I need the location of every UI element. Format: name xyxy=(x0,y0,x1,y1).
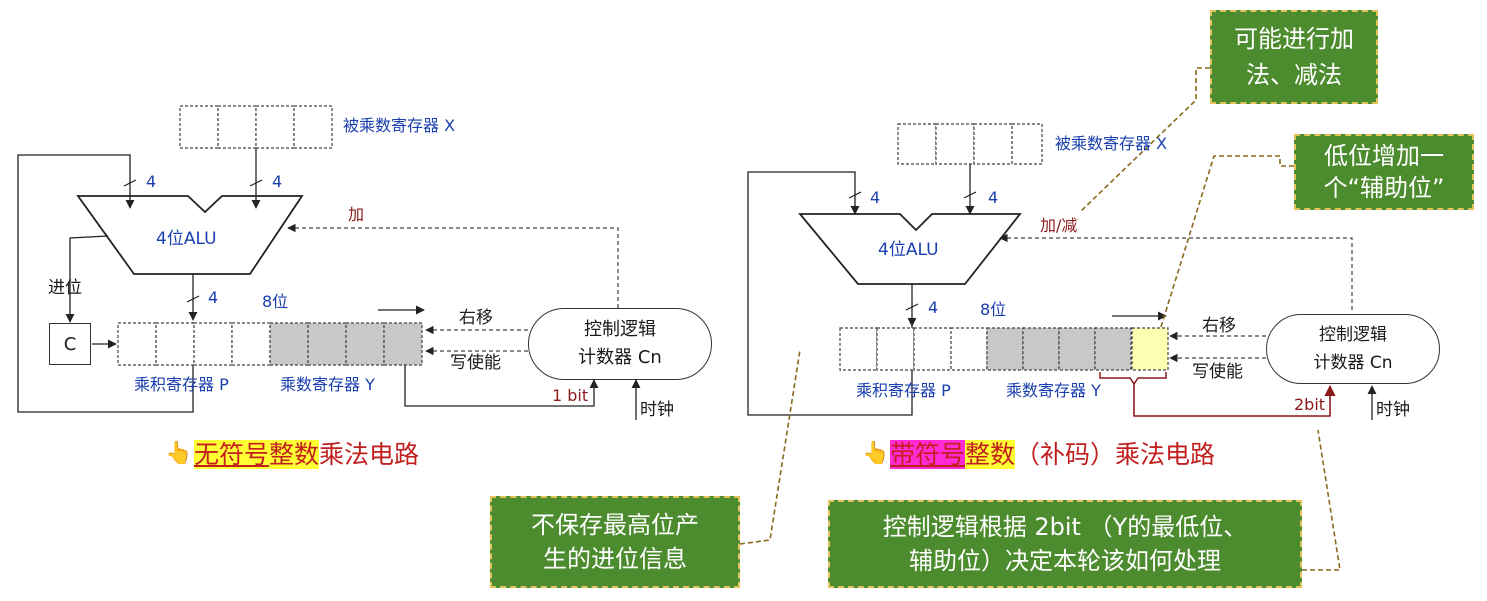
right-write-enable-label: 写使能 xyxy=(1192,362,1243,382)
callout-leaders xyxy=(739,67,1341,571)
right-bits-label: 8位 xyxy=(980,300,1007,319)
left-multiplier-label: 乘数寄存器 Y xyxy=(280,375,375,394)
pointing-hand-icon: 👆 xyxy=(862,441,890,466)
right-circuit-title: 带符号整数（补码）乘法电路 xyxy=(890,440,1216,469)
right-alu-label: 4位ALU xyxy=(878,240,939,260)
left-shift-label: 右移 xyxy=(459,308,493,328)
note-add-subtract-line1: 可能进行加 xyxy=(1234,25,1354,53)
right-bus-width-b: 4 xyxy=(988,188,999,207)
right-bus-width-c: 4 xyxy=(928,298,939,317)
right-clock-label: 时钟 xyxy=(1376,400,1410,420)
right-control-logic-unit: 控制逻辑 计数器 Cn xyxy=(1266,314,1440,384)
right-op-label: 加/减 xyxy=(1040,216,1078,235)
left-multiplicand-register xyxy=(179,105,333,149)
right-alu-shape xyxy=(798,213,1022,285)
left-ctrl-line1: 控制逻辑 xyxy=(584,319,656,340)
right-ctrl-line2: 计数器 Cn xyxy=(1313,353,1393,373)
note-control-decision-line1: 控制逻辑根据 2bit （Y的最低位、 xyxy=(882,513,1248,541)
left-alu-label: 4位ALU xyxy=(156,229,217,249)
note-add-subtract: 可能进行加 法、减法 xyxy=(1210,10,1378,104)
left-bus-width-b: 4 xyxy=(272,172,283,191)
note-no-carry: 不保存最高位产 生的进位信息 xyxy=(490,496,740,588)
right-bus-width-a: 4 xyxy=(870,188,881,207)
left-alu-shape xyxy=(76,195,304,275)
left-carry-label: 进位 xyxy=(48,278,82,298)
left-product-label: 乘积寄存器 P xyxy=(134,375,229,394)
right-ctrl-line1: 控制逻辑 xyxy=(1319,325,1387,345)
left-write-enable-label: 写使能 xyxy=(450,353,501,373)
left-circuit-title: 无符号整数乘法电路 xyxy=(194,440,420,469)
right-product-register xyxy=(839,327,988,371)
left-bit-label: 1 bit xyxy=(552,386,589,405)
note-add-subtract-line2: 法、减法 xyxy=(1246,61,1342,89)
note-no-carry-line2: 生的进位信息 xyxy=(543,545,687,573)
right-multiplicand-label: 被乘数寄存器 X xyxy=(1055,134,1168,153)
right-multiplicand-register xyxy=(897,123,1043,165)
note-aux-bit-line1: 低位增加一 xyxy=(1324,142,1444,170)
right-title-rest: （补码）乘法电路 xyxy=(1015,440,1216,469)
note-control-decision: 控制逻辑根据 2bit （Y的最低位、 辅助位）决定本轮该如何处理 xyxy=(828,500,1302,588)
note-no-carry-line1: 不保存最高位产 xyxy=(531,511,699,539)
right-multiplier-label: 乘数寄存器 Y xyxy=(1006,381,1101,400)
note-aux-bit: 低位增加一 个“辅助位” xyxy=(1294,134,1474,210)
left-title-rest: 乘法电路 xyxy=(319,440,420,469)
left-title-integer: 整数 xyxy=(269,440,320,469)
left-bus-width-a: 4 xyxy=(146,172,157,191)
right-shift-label: 右移 xyxy=(1202,316,1236,336)
note-control-decision-line2: 辅助位）决定本轮该如何处理 xyxy=(909,547,1221,575)
right-product-label: 乘积寄存器 P xyxy=(856,381,951,400)
left-multiplicand-label: 被乘数寄存器 X xyxy=(343,116,456,135)
left-bits-label: 8位 xyxy=(262,292,289,311)
left-carry-flag-box: C xyxy=(49,323,91,365)
pointing-hand-icon: 👆 xyxy=(165,441,193,466)
left-title-unsigned: 无符号 xyxy=(194,440,270,469)
left-op-label: 加 xyxy=(348,205,365,224)
right-aux-bit-cell xyxy=(1131,327,1169,371)
left-multiplier-register xyxy=(269,322,423,366)
left-ctrl-line2: 计数器 Cn xyxy=(578,347,662,368)
note-aux-bit-line2: 个“辅助位” xyxy=(1323,174,1445,202)
left-control-logic-unit: 控制逻辑 计数器 Cn xyxy=(528,308,712,380)
left-clock-label: 时钟 xyxy=(640,400,674,420)
left-product-register xyxy=(117,322,271,366)
right-bit-label: 2bit xyxy=(1294,395,1326,414)
right-title-signed: 带符号 xyxy=(890,440,966,469)
right-multiplier-register xyxy=(986,327,1132,371)
left-bus-width-c: 4 xyxy=(208,288,219,307)
right-title-integer: 整数 xyxy=(965,440,1016,469)
